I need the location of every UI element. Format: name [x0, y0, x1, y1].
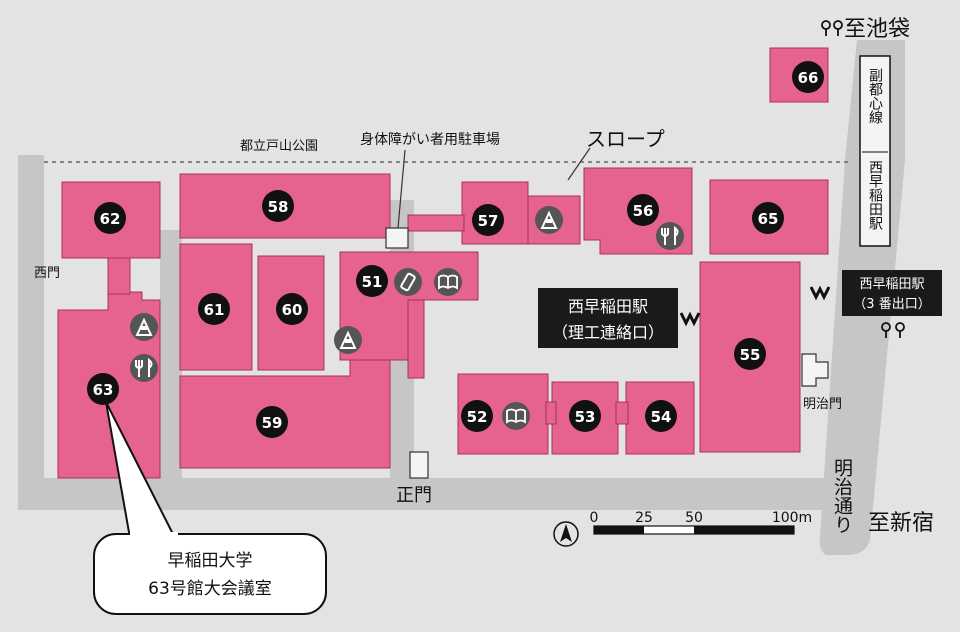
walkway-north	[407, 214, 465, 232]
scale-bar: 0 25 50 100m	[590, 510, 812, 535]
metro-icon	[809, 285, 831, 299]
callout-bubble: 早稲田大学 63号館大会議室	[93, 401, 327, 615]
callout-room: 63号館大会議室	[148, 579, 272, 599]
road-inner-west	[160, 230, 182, 480]
fukutoshin-sign	[859, 55, 891, 247]
north-arrow-icon	[553, 521, 579, 547]
svg-text:51: 51	[362, 273, 383, 291]
marker-56[interactable]: 56	[627, 194, 659, 226]
svg-text:55: 55	[740, 346, 761, 364]
marker-66[interactable]: 66	[792, 61, 824, 93]
marker-57[interactable]: 57	[472, 204, 504, 236]
svg-text:（3 番出口）: （3 番出口）	[853, 297, 930, 312]
svg-text:57: 57	[478, 212, 499, 230]
library-icon	[433, 267, 463, 297]
marker-54[interactable]: 54	[645, 400, 677, 432]
building-markers: 66 62 58 61 60 59 63 51 57 56 65 55 52 5…	[87, 61, 824, 438]
svg-text:61: 61	[204, 301, 225, 319]
station-campus-box: 西早稲田駅 （理工連絡口）	[538, 288, 678, 348]
svg-text:63: 63	[93, 381, 114, 399]
scale-tick-25: 25	[635, 510, 653, 526]
parking-pointer	[397, 149, 406, 229]
store-icon	[393, 267, 423, 297]
scale-tick-100: 100m	[772, 510, 812, 526]
marker-65[interactable]: 65	[752, 202, 784, 234]
metro-icon	[679, 311, 701, 325]
map-labels: 至池袋 都立戸山公園 身体障がい者用駐車場 スロープ 西門 正門 明治門 至新宿…	[34, 17, 934, 536]
building-58[interactable]	[179, 173, 391, 239]
svg-text:62: 62	[100, 210, 121, 228]
parking-spot	[385, 227, 409, 249]
slope-pointer	[567, 147, 591, 181]
stairs-icon	[881, 322, 905, 338]
marker-61[interactable]: 61	[198, 293, 230, 325]
svg-text:54: 54	[651, 408, 672, 426]
scale-tick-50: 50	[685, 510, 703, 526]
marker-60[interactable]: 60	[276, 293, 308, 325]
nishiwaseda-station-label: 西早稲田駅	[867, 160, 883, 230]
marker-52[interactable]: 52	[461, 400, 493, 432]
marker-62[interactable]: 62	[94, 202, 126, 234]
connector-53-54	[615, 401, 629, 425]
svg-text:（理工連絡口）: （理工連絡口）	[552, 323, 664, 342]
slope-icon	[333, 325, 363, 355]
slope-label: スロープ	[586, 127, 665, 151]
park-label: 都立戸山公園	[240, 139, 318, 154]
svg-text:53: 53	[575, 408, 596, 426]
marker-58[interactable]: 58	[262, 190, 294, 222]
library-icon	[501, 401, 531, 431]
callout-title: 早稲田大学	[168, 551, 253, 571]
svg-text:66: 66	[798, 69, 819, 87]
building-55[interactable]	[699, 261, 801, 453]
slope-icon	[129, 312, 159, 342]
svg-text:56: 56	[633, 202, 654, 220]
walkway-51	[407, 299, 425, 379]
restaurant-icon	[129, 353, 159, 383]
buildings	[57, 47, 829, 479]
meiji-gate-marker	[801, 353, 829, 387]
svg-text:52: 52	[467, 408, 488, 426]
parking-label: 身体障がい者用駐車場	[360, 131, 500, 148]
marker-55[interactable]: 55	[734, 338, 766, 370]
connector-52-53	[545, 401, 557, 425]
svg-text:65: 65	[758, 210, 779, 228]
main-gate-marker	[409, 451, 429, 479]
restaurant-icon	[655, 221, 685, 251]
west-gate-label: 西門	[34, 266, 60, 281]
stairs-icon	[821, 20, 843, 36]
meiji-street-label: 明治通り	[831, 458, 853, 534]
svg-text:西早稲田駅: 西早稲田駅	[859, 277, 924, 292]
scale-tick-0: 0	[590, 510, 599, 526]
station-exit3-box: 西早稲田駅 （3 番出口）	[842, 270, 942, 316]
meiji-gate-label: 明治門	[803, 397, 842, 412]
marker-59[interactable]: 59	[256, 406, 288, 438]
fukutoshin-line-label: 副都心線	[867, 68, 883, 124]
marker-53[interactable]: 53	[569, 400, 601, 432]
to-ikebukuro-label: 至池袋	[844, 17, 910, 42]
road-west	[18, 155, 44, 510]
slope-icon	[534, 205, 564, 235]
main-gate-label: 正門	[396, 485, 432, 506]
stairs-icons	[821, 20, 905, 338]
svg-text:60: 60	[282, 301, 303, 319]
svg-text:59: 59	[262, 414, 283, 432]
connector-62-63	[107, 257, 131, 295]
marker-51[interactable]: 51	[356, 265, 388, 297]
svg-text:58: 58	[268, 198, 289, 216]
marker-63[interactable]: 63	[87, 373, 119, 405]
svg-text:西早稲田駅: 西早稲田駅	[568, 297, 648, 316]
to-shinjuku-label: 至新宿	[868, 511, 934, 536]
